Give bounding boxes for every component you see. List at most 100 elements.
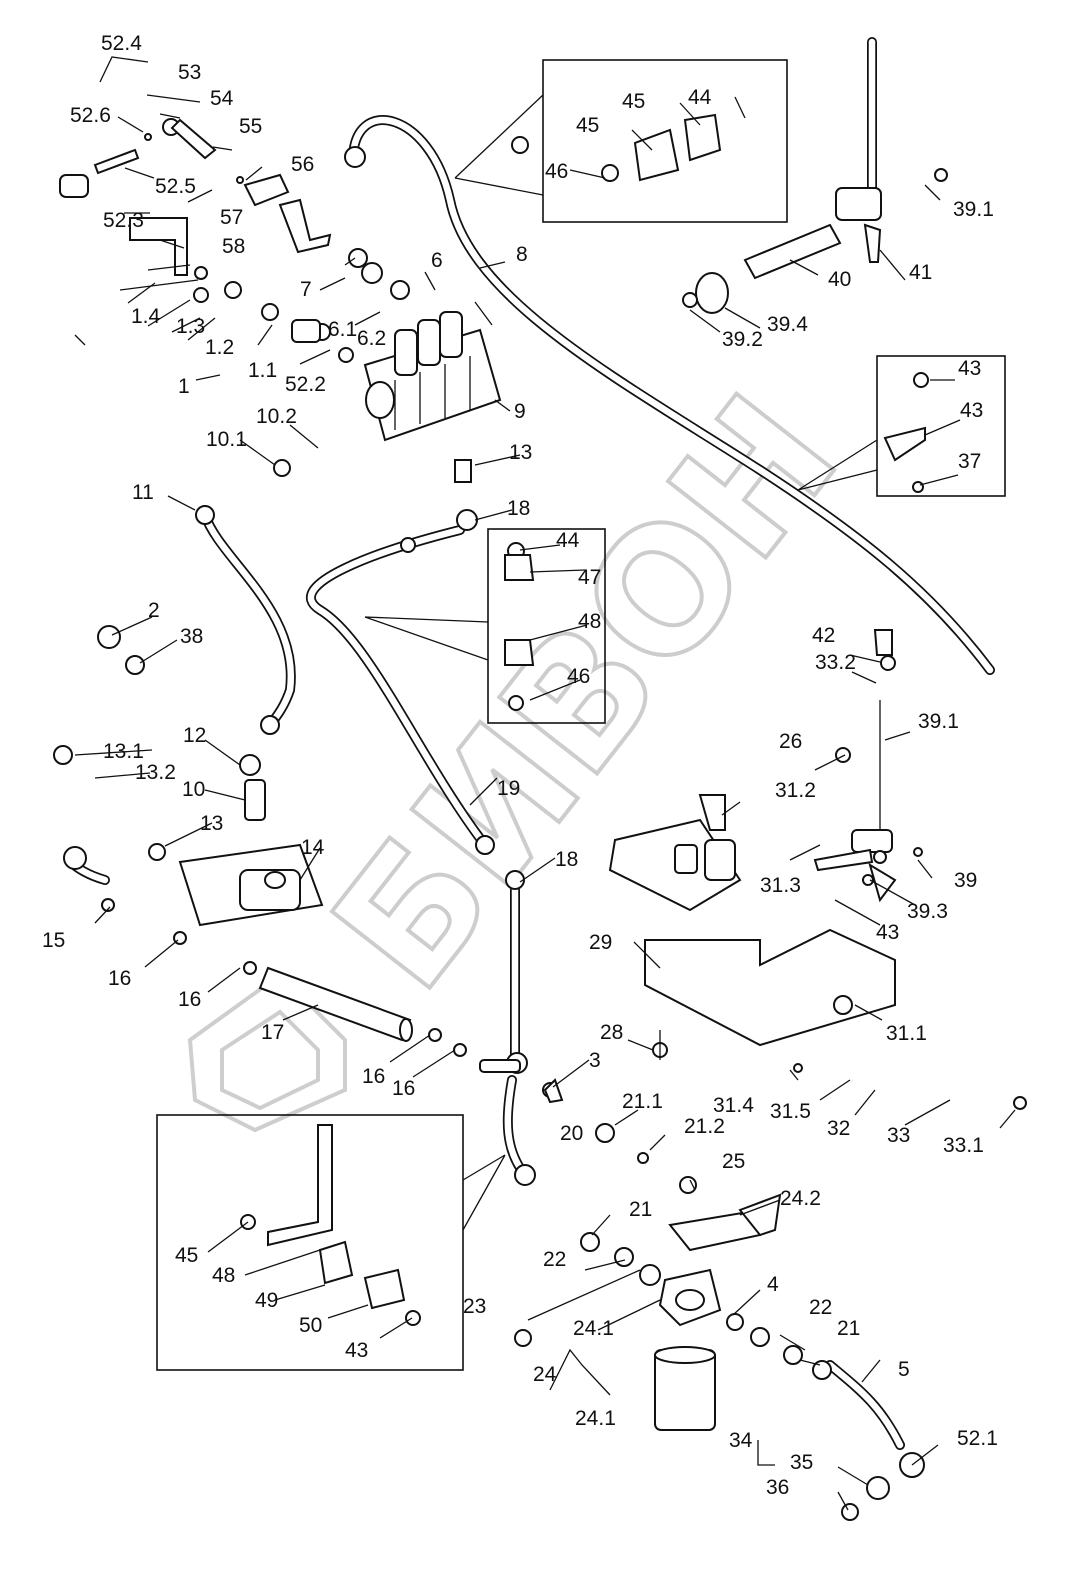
label-22-b: 22	[809, 1296, 832, 1319]
label-16-a: 16	[108, 967, 131, 990]
label-1.2: 1.2	[205, 336, 234, 359]
hoses	[63, 37, 995, 1450]
detail-frames	[156, 59, 1006, 1371]
label-31.5: 33.1	[943, 1134, 984, 1157]
label-18-mid: 18	[555, 848, 578, 871]
label-31.4: 33	[887, 1124, 910, 1147]
label-46-a: 47	[578, 566, 601, 589]
label-50: 52.2	[285, 373, 326, 396]
label-22-a: 22	[543, 1248, 566, 1271]
label-31.3: 32	[827, 1117, 850, 1140]
label-31.1: 31.4	[713, 1094, 754, 1117]
pipe-17	[258, 966, 413, 1042]
label-10: 10	[182, 778, 205, 801]
label-23: 23	[463, 1295, 486, 1318]
label-44-b: 45	[576, 114, 599, 137]
label-7: 7	[300, 278, 312, 301]
label-21-a: 21	[629, 1198, 652, 1221]
label-48-b: 50	[299, 1314, 322, 1337]
label-52.6: 56	[291, 153, 314, 176]
label-2: 2	[148, 599, 160, 622]
label-49: 52.1	[957, 1427, 998, 1450]
label-25: 24.2	[780, 1187, 821, 1210]
label-12: 12	[183, 724, 206, 747]
label-1.1: 1.1	[248, 359, 277, 382]
part-labels: 52.4 53 52.6 54 55 56 52.5 52.3 57 58 1.…	[42, 32, 998, 1499]
label-44-a: 45	[622, 90, 645, 113]
label-45-inset-a: 45	[175, 1244, 198, 1267]
label-35: 39	[954, 869, 977, 892]
label-26-bottom: 25	[722, 1150, 745, 1173]
label-1.4: 1.4	[131, 305, 161, 328]
label-13-left: 13	[200, 812, 223, 835]
label-24.1: 24.1	[573, 1317, 614, 1340]
label-9: 9	[514, 400, 526, 423]
label-39.1-bottom: 39.2	[722, 328, 763, 351]
label-45-inset-b: 46	[567, 665, 590, 688]
label-21-b: 21	[837, 1317, 860, 1340]
label-28: 29	[589, 931, 612, 954]
label-32: 33.2	[815, 651, 856, 674]
label-43-inset-c: 44	[688, 86, 712, 109]
label-1: 1	[178, 375, 190, 398]
label-10.2: 10.2	[256, 405, 297, 428]
rod-assembly-39	[695, 187, 893, 853]
label-11: 11	[132, 481, 154, 504]
label-30: 31.2	[775, 779, 816, 802]
hydraulic-distributor	[363, 311, 502, 483]
filter	[654, 1268, 722, 1431]
label-13.2: 13.2	[135, 761, 176, 784]
label-51: 52.3	[103, 209, 144, 232]
label-16-b: 16	[178, 988, 201, 1011]
mounting-plate	[644, 928, 896, 1047]
label-34: 37	[958, 450, 981, 473]
label-45-inset-c: 46	[545, 160, 568, 183]
label-19: 19	[497, 777, 520, 800]
label-52.3: 53	[178, 61, 201, 84]
label-6.1: 6.1	[328, 318, 357, 341]
label-39.1-top: 39.1	[953, 198, 994, 221]
label-39.4: 41	[909, 261, 932, 284]
label-17: 17	[261, 1021, 284, 1044]
label-6: 6	[431, 249, 443, 272]
label-39: 39.1	[918, 710, 959, 733]
label-14: 14	[301, 836, 325, 859]
bracket-25	[668, 1193, 782, 1252]
label-16-d: 16	[392, 1077, 415, 1100]
label-27: 28	[600, 1021, 623, 1044]
label-13-top: 13	[509, 441, 532, 464]
label-24.2: 24.1	[575, 1407, 616, 1430]
label-33.2: 36	[766, 1476, 789, 1499]
label-54: 58	[222, 235, 245, 258]
label-43-inset-b: 44	[556, 529, 580, 552]
label-31.2: 31.5	[770, 1100, 811, 1123]
label-24: 24	[533, 1363, 557, 1386]
label-29: 31.1	[886, 1022, 927, 1045]
label-21.1: 21.1	[622, 1090, 663, 1113]
pump	[178, 843, 324, 927]
leader-lines	[74, 56, 1016, 1511]
valve-block	[608, 818, 742, 912]
label-39.2: 39.4	[767, 313, 808, 336]
label-46-b: 48	[578, 610, 601, 633]
label-15: 15	[42, 929, 65, 952]
label-18-top: 18	[507, 497, 530, 520]
label-13.1: 13.1	[103, 740, 144, 763]
label-52.5: 55	[239, 115, 262, 138]
label-31: 31.3	[760, 874, 801, 897]
label-16-c: 16	[362, 1065, 385, 1088]
label-8: 8	[516, 243, 528, 266]
label-10.1: 10.1	[206, 428, 247, 451]
label-26-top: 26	[779, 730, 802, 753]
label-4: 4	[767, 1273, 779, 1296]
label-3: 3	[589, 1049, 601, 1072]
label-43-inset-a: 43	[345, 1339, 368, 1362]
label-40: 42	[812, 624, 835, 647]
label-38: 43	[876, 921, 899, 944]
label-5: 5	[898, 1358, 910, 1381]
label-39.3: 40	[828, 268, 851, 291]
label-1.3: 1.3	[176, 315, 205, 338]
label-53: 57	[220, 206, 243, 229]
label-52: 52.4	[101, 32, 142, 55]
